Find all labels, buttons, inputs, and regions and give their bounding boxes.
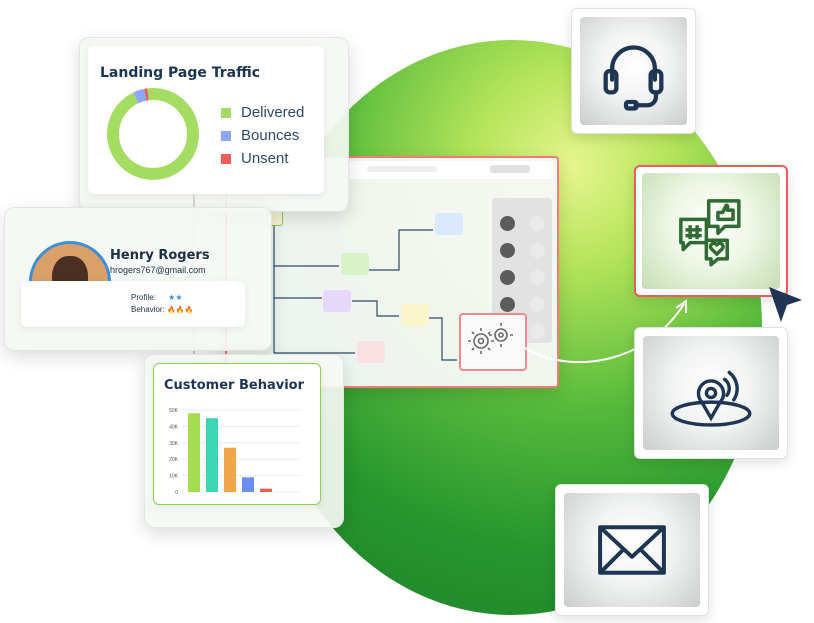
bar-2 (206, 418, 218, 492)
profile-stars: ★★ (168, 293, 183, 302)
profile-email: hrogers767@gmail.com (110, 265, 206, 275)
y-tick-label: 20K (169, 457, 179, 463)
y-tick-label: 10K (169, 474, 179, 480)
traffic-donut-chart (107, 88, 199, 180)
flow-node-phone[interactable] (323, 290, 351, 312)
y-tick-label: 50K (169, 408, 179, 414)
headset-icon (603, 45, 664, 111)
bar-1 (188, 413, 200, 492)
behavior-bar-chart: 0 10K 20K 30K 40K 50K (169, 408, 300, 496)
bar-3 (224, 447, 236, 492)
legend-item-delivered: Delivered (221, 101, 304, 124)
legend-item-unsent: Unsent (221, 147, 304, 170)
y-tick-label: 30K (169, 441, 179, 447)
gears-icon (468, 323, 513, 354)
support-channel-tile[interactable] (571, 8, 696, 134)
behavior-card: Customer Behavior 0 10K 20K 30K 40K 50K (144, 354, 344, 528)
workflow-connectors (273, 216, 457, 361)
behavior-label: Behavior: (131, 305, 165, 314)
traffic-legend: Delivered Bounces Unsent (221, 101, 304, 170)
y-tick-label: 40K (169, 424, 179, 430)
mouse-cursor-icon (769, 287, 802, 322)
flow-node-wallet[interactable] (357, 341, 385, 363)
location-pin-icon (670, 370, 752, 427)
profile-label: Profile: (131, 293, 156, 302)
social-chat-icon (679, 199, 741, 267)
social-channel-tile[interactable] (634, 165, 788, 297)
flow-node-email[interactable] (401, 304, 429, 326)
profile-attributes: Profile: ★★ Behavior: 🔥🔥🔥 (21, 281, 245, 327)
behavior-fire-icons: 🔥🔥🔥 (167, 307, 194, 314)
bar-4 (242, 477, 254, 492)
traffic-card: Landing Page Traffic Delivered Bounces U… (79, 37, 349, 212)
profile-card: Henry Rogers hrogers767@gmail.com Profil… (4, 207, 272, 351)
envelope-icon (598, 525, 666, 575)
legend-item-bounces: Bounces (221, 124, 304, 147)
donut-slice-unsent (107, 88, 199, 180)
flow-node-receipt[interactable] (341, 253, 369, 275)
address-bar[interactable] (367, 166, 437, 172)
location-channel-tile[interactable] (634, 327, 788, 459)
automation-gear-node[interactable] (459, 313, 527, 371)
window-toolbar (335, 161, 553, 179)
legend-swatch-bounces (221, 130, 231, 141)
bar-5 (260, 488, 272, 492)
y-tick-label: 0 (175, 490, 178, 496)
flow-node-notes[interactable] (435, 213, 463, 235)
traffic-card-title: Landing Page Traffic (100, 65, 261, 81)
legend-swatch-delivered (221, 107, 231, 118)
toolbar-button[interactable] (490, 165, 530, 173)
behavior-card-title: Customer Behavior (164, 378, 305, 393)
profile-name: Henry Rogers (110, 248, 210, 263)
email-channel-tile[interactable] (555, 484, 709, 616)
legend-swatch-unsent (221, 153, 231, 164)
